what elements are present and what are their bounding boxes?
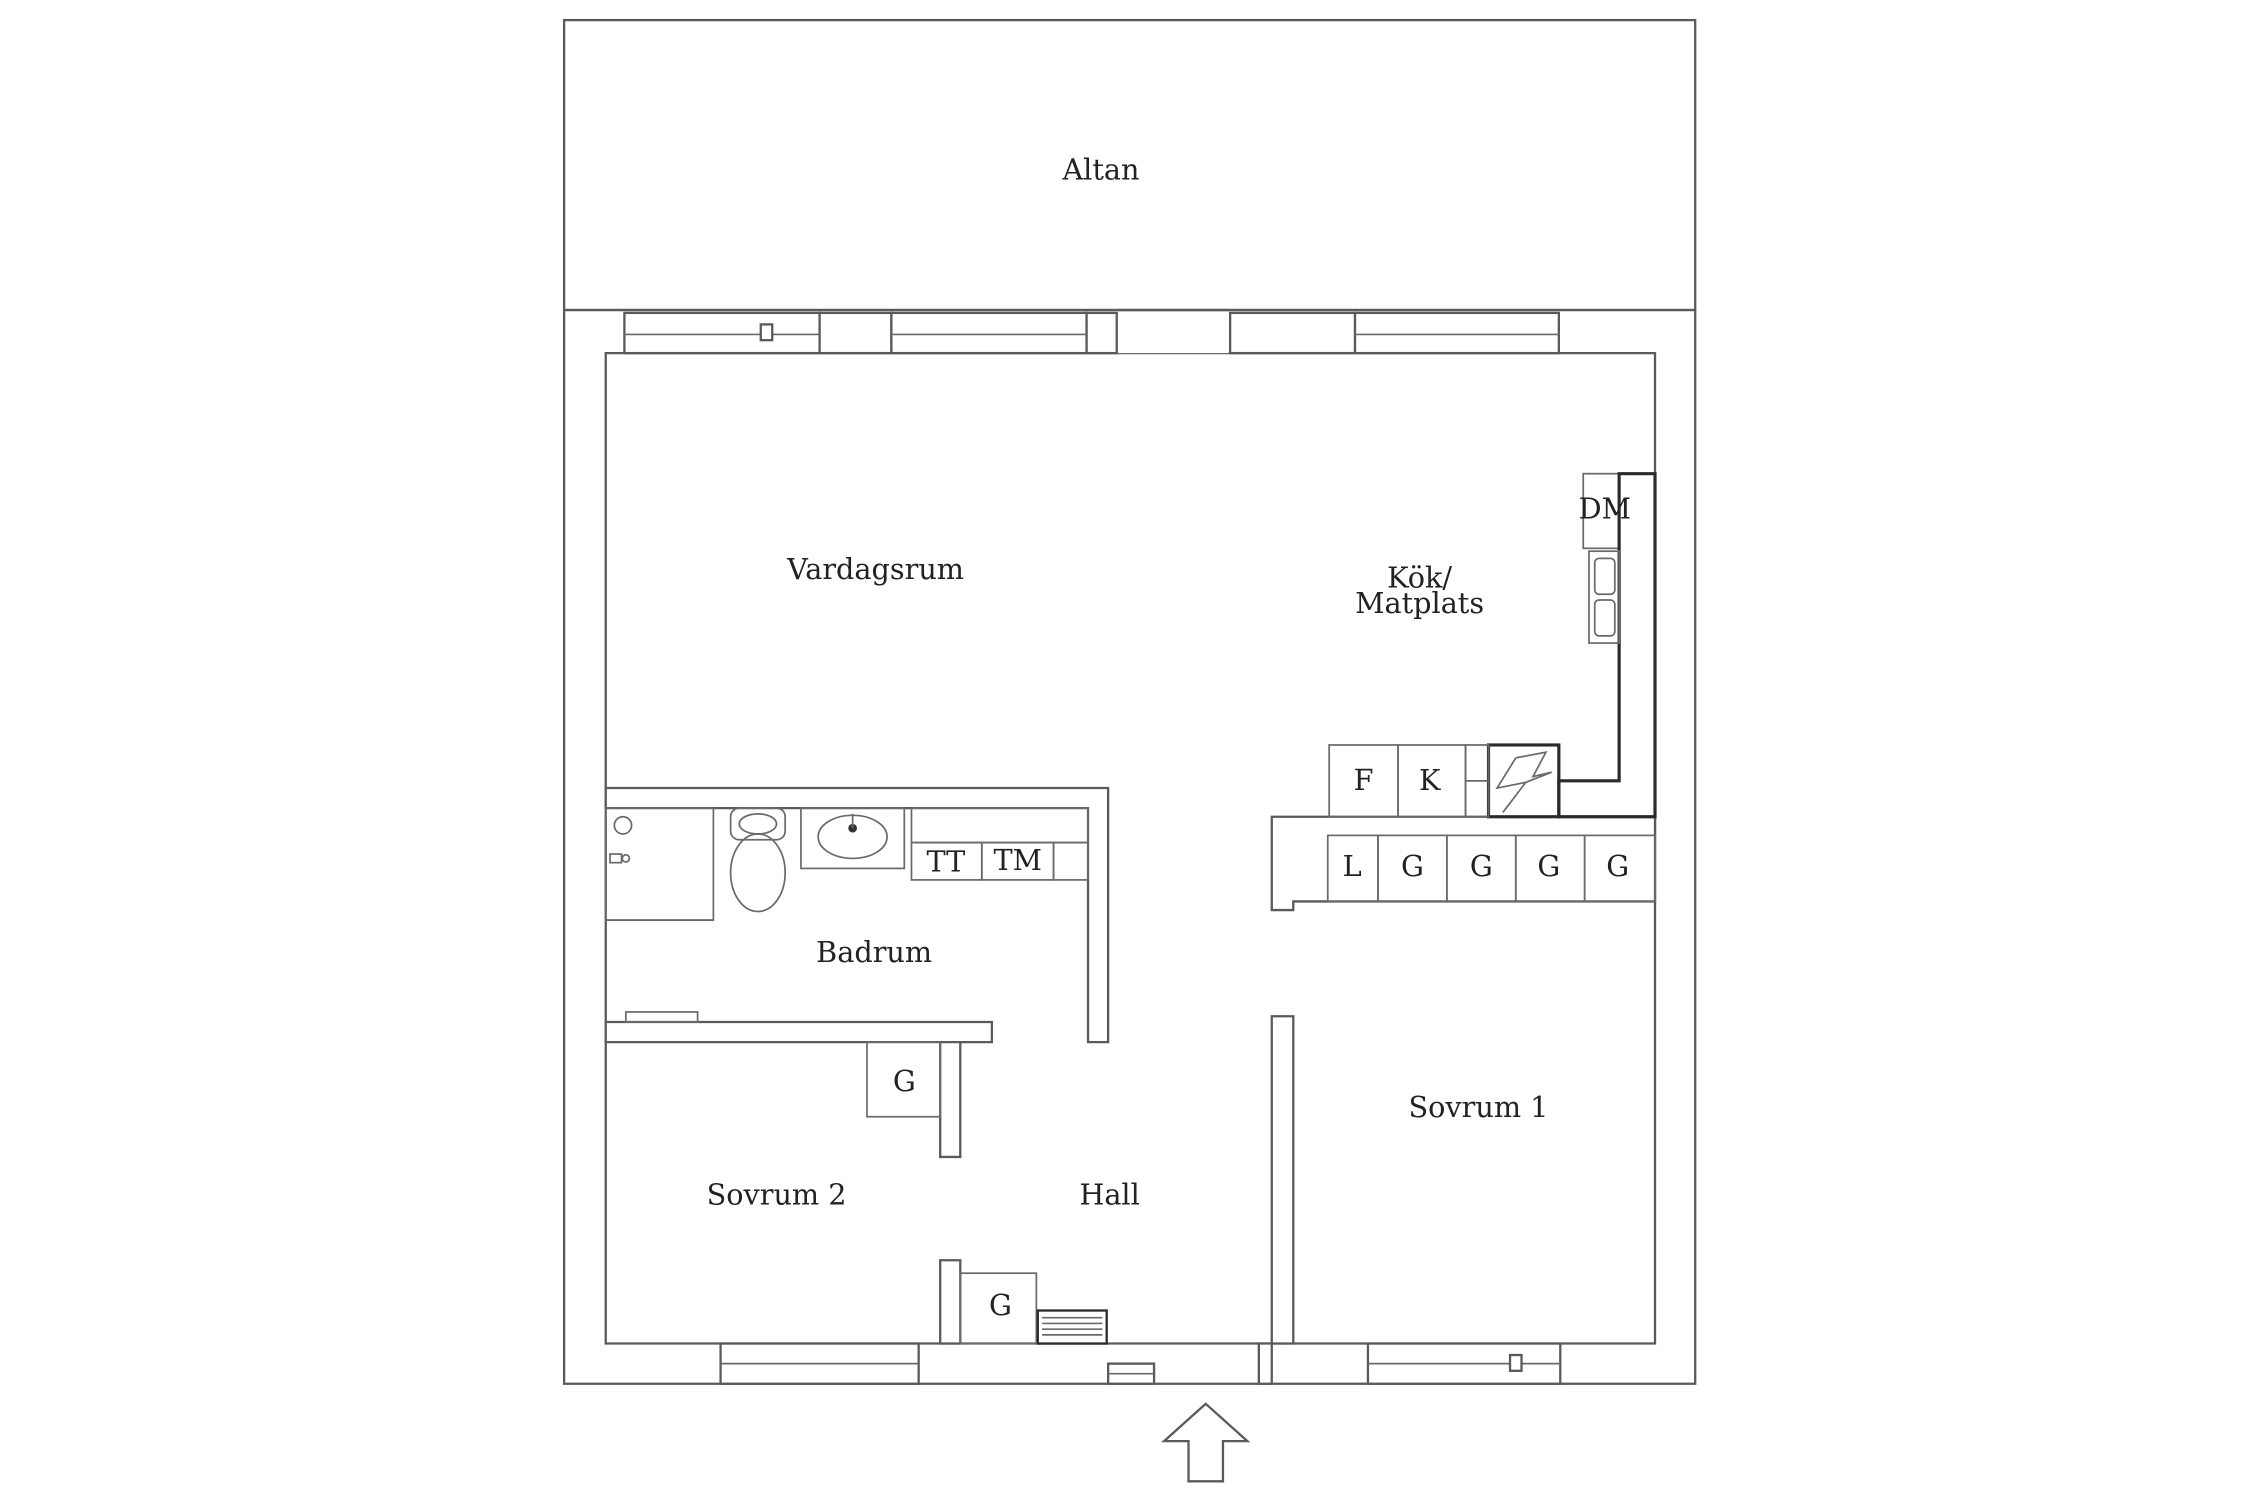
window-sovrum1: [1366, 1342, 1562, 1385]
wall-sovrum2-closet: [939, 1040, 962, 1159]
label-wardrobe-3: G: [1537, 849, 1560, 883]
stove-icon: [1486, 743, 1561, 819]
laundry-counter: [910, 807, 1089, 881]
room-label-hall: Hall: [1079, 1178, 1139, 1212]
room-label-matplats: Matplats: [1355, 586, 1484, 620]
washbasin-icon: [800, 807, 906, 870]
wardrobe-row-sovrum1: [1326, 834, 1656, 903]
label-wardrobe-2: G: [1470, 849, 1493, 883]
wall-hall-entry: [939, 1259, 962, 1345]
kitchen-sink-icon: [1588, 550, 1620, 644]
window-sovrum2: [719, 1342, 920, 1385]
bathroom-radiator: [624, 1011, 699, 1023]
label-fridge: F: [1354, 763, 1374, 797]
label-wardrobe-sovrum2: G: [893, 1064, 916, 1098]
room-label-badrum: Badrum: [816, 935, 932, 969]
label-wardrobe-hall: G: [989, 1288, 1012, 1322]
wardrobe-sovrum2: [866, 1041, 942, 1118]
fridge-freezer-unit: [1328, 744, 1490, 818]
toilet-icon: [729, 807, 787, 913]
room-label-vardagsrum: Vardagsrum: [786, 552, 964, 586]
label-dishwasher: DM: [1579, 492, 1631, 526]
window-kok-1: [1228, 311, 1357, 355]
radiator-icon: [1036, 1309, 1108, 1345]
label-washer: TM: [993, 843, 1042, 877]
room-label-sovrum1: Sovrum 1: [1409, 1090, 1549, 1124]
room-label-altan: Altan: [1061, 153, 1139, 187]
wall-vardagsrum-badrum: [604, 786, 1110, 1044]
balcony-door-opening: [1118, 311, 1229, 354]
window-vardagsrum-1: [623, 311, 821, 355]
wall-kok-sovrum1: [1270, 815, 1657, 912]
window-vardagsrum-2: [818, 311, 1118, 355]
label-wardrobe-4: G: [1606, 849, 1629, 883]
room-label-sovrum2: Sovrum 2: [707, 1178, 847, 1212]
label-freezer: K: [1419, 763, 1441, 797]
window-kok-2: [1353, 311, 1560, 355]
shower-icon: [604, 807, 715, 921]
entrance-door: [1106, 1344, 1258, 1386]
wall-hall-sovrum1: [1270, 1015, 1295, 1345]
label-dryer: TT: [927, 845, 966, 879]
label-wardrobe-1: G: [1401, 849, 1424, 883]
wardrobe-hall: [959, 1272, 1038, 1345]
wall-hall-sovrum1-lower: [1257, 1342, 1273, 1385]
room-label-kok: Kök/: [1387, 560, 1452, 594]
wall-badrum-sovrum2: [604, 1020, 994, 1044]
label-linen-closet: L: [1343, 849, 1362, 883]
entrance-arrow-icon: [1161, 1402, 1251, 1483]
